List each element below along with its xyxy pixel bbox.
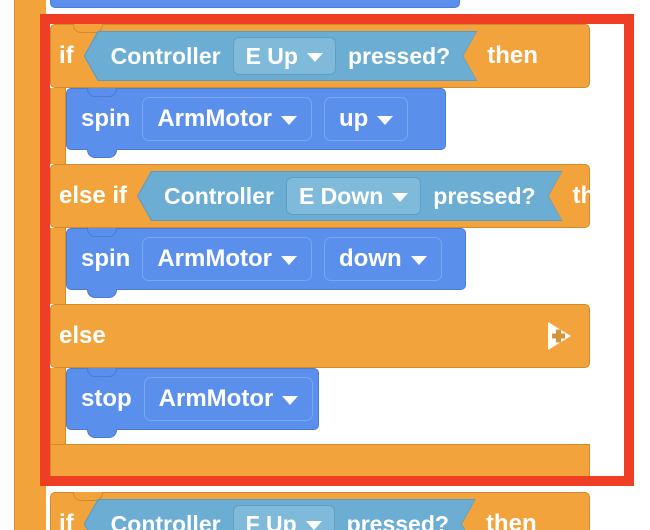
clause-if-next-tail: then (485, 510, 537, 530)
spin-block-1[interactable]: spin ArmMotor up (66, 88, 446, 158)
clause-else-if-tail: then (572, 182, 624, 209)
condition-2-suffix: pressed? (433, 182, 536, 209)
outer-c-block-wall (14, 0, 46, 530)
clause-else-if-keyword: else if (59, 182, 128, 209)
stop-block[interactable]: stop ArmMotor (66, 368, 319, 438)
spin-block-1-direction-value: up (339, 105, 369, 132)
spin-block-1-keyword: spin (81, 105, 131, 132)
add-arrow-icon[interactable] (541, 319, 575, 353)
condition-boolean-1[interactable]: Controller E Up pressed? (84, 31, 478, 81)
condition-boolean-3[interactable]: Controller F Up pressed? (84, 499, 476, 530)
condition-3-dropdown[interactable]: F Up (233, 505, 335, 530)
top-notch (87, 368, 117, 377)
condition-1-dropdown-value: E Up (245, 42, 298, 69)
chevron-down-icon (410, 255, 427, 265)
condition-1-suffix: pressed? (347, 42, 451, 69)
condition-3-dropdown-value: F Up (245, 510, 297, 530)
clause-else[interactable]: else (50, 304, 590, 368)
c-block-foot (50, 444, 590, 484)
clause-if[interactable]: if Controller E Up pressed? then (50, 24, 590, 88)
partial-block-above[interactable]: spin (50, 0, 590, 8)
spin-block-2-motor-value: ArmMotor (157, 245, 272, 272)
spin-block-1-motor-dropdown[interactable]: ArmMotor (142, 97, 312, 141)
condition-3-prefix: Controller (110, 510, 221, 530)
stop-block-motor-dropdown[interactable]: ArmMotor (143, 377, 314, 421)
condition-3-suffix: pressed? (346, 510, 449, 530)
partial-block-below[interactable]: if Controller F Up pressed? then (50, 492, 590, 530)
spin-block-2-direction-value: down (339, 245, 402, 272)
spin-block-1-direction-dropdown[interactable]: up (324, 97, 409, 141)
spin-block-2-motor-dropdown[interactable]: ArmMotor (142, 237, 312, 281)
chevron-down-icon (307, 53, 323, 62)
body-slot-3[interactable]: stop ArmMotor (50, 368, 590, 444)
body-slot-2[interactable]: spin ArmMotor down (50, 228, 590, 304)
spin-block-2[interactable]: spin ArmMotor down (66, 228, 466, 298)
bottom-tab (87, 429, 117, 438)
clause-if-next[interactable]: if Controller F Up pressed? then (50, 492, 590, 530)
clause-else-if[interactable]: else if Controller E Down pressed? then (50, 164, 623, 228)
top-notch (87, 88, 117, 97)
condition-1-prefix: Controller (110, 42, 221, 69)
chevron-down-icon (392, 193, 408, 202)
chevron-down-icon (282, 395, 299, 405)
condition-2-prefix: Controller (164, 182, 274, 209)
c-block-wall (50, 228, 66, 304)
stop-block-keyword: stop (81, 385, 132, 412)
condition-1-dropdown[interactable]: E Up (233, 37, 336, 75)
chevron-down-icon (306, 521, 322, 530)
condition-2-dropdown[interactable]: E Down (286, 177, 421, 215)
condition-boolean-2[interactable]: Controller E Down pressed? (137, 171, 563, 221)
chevron-down-icon (377, 115, 394, 125)
clause-if-next-keyword: if (59, 510, 74, 530)
top-notch (87, 228, 117, 237)
stop-block-motor-value: ArmMotor (158, 385, 274, 412)
spin-block-1-motor-value: ArmMotor (157, 105, 272, 132)
clause-if-keyword: if (59, 42, 74, 69)
spin-block-2-keyword: spin (81, 245, 131, 272)
bottom-tab (87, 289, 117, 298)
c-block-wall (50, 368, 66, 444)
c-block-wall (50, 88, 66, 164)
body-slot-1[interactable]: spin ArmMotor up (50, 88, 590, 164)
if-else-if-else-block[interactable]: if Controller E Up pressed? then (50, 24, 623, 484)
spin-block-2-direction-dropdown[interactable]: down (324, 237, 442, 281)
clause-if-tail: then (487, 42, 538, 69)
condition-2-dropdown-value: E Down (298, 182, 384, 209)
chevron-down-icon (281, 255, 297, 265)
chevron-down-icon (281, 115, 297, 125)
clause-else-keyword: else (59, 322, 106, 349)
bottom-tab (87, 149, 117, 158)
